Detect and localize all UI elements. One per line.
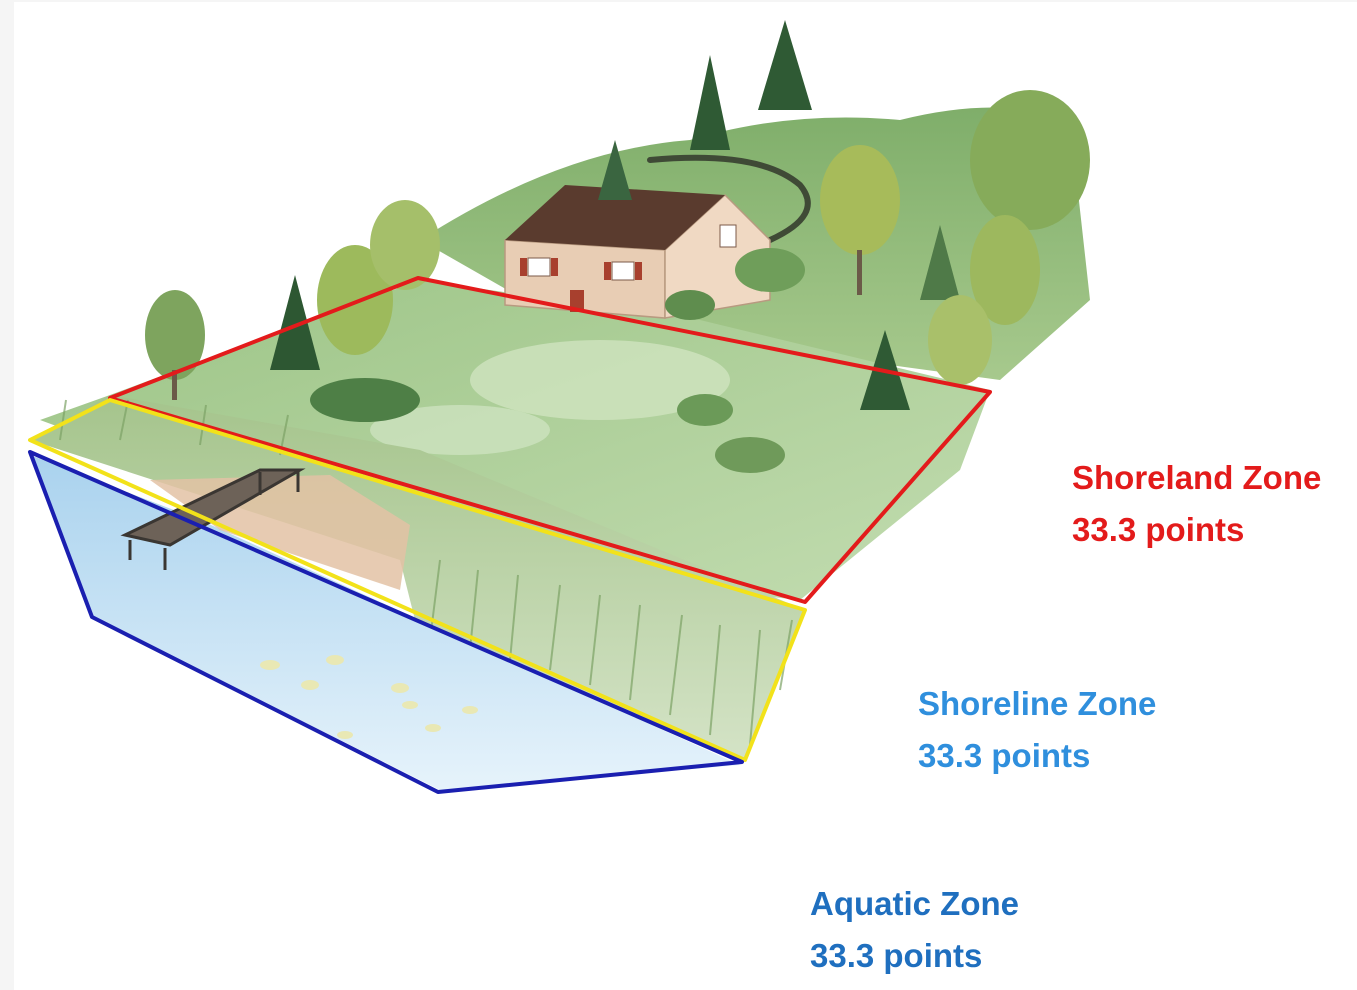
shoreline-zone-label: Shoreline Zone 33.3 points [918, 678, 1156, 782]
lawn-patch [470, 340, 730, 420]
shoreline-zone-points: 33.3 points [918, 737, 1091, 774]
shoreline-zone-name: Shoreline Zone [918, 685, 1157, 722]
shoreland-zone-outline [108, 276, 992, 604]
trees [145, 20, 1090, 473]
aquatic-zone-outline [28, 450, 744, 794]
aquatic-zone-points: 33.3 points [810, 937, 983, 974]
shoreland-zone-points: 33.3 points [1072, 511, 1245, 548]
aquatic-zone-name: Aquatic Zone [810, 885, 1020, 922]
shoreland-zone-name: Shoreland Zone [1072, 459, 1322, 496]
shoreland-zone-label: Shoreland Zone 33.3 points [1072, 452, 1321, 556]
driveway [647, 154, 811, 243]
shoreline-zone-outline [28, 398, 807, 762]
dock [120, 468, 306, 570]
lake-water [30, 455, 740, 790]
house [504, 185, 771, 319]
lawn-patch [370, 405, 550, 455]
lily-pads [260, 655, 478, 739]
aquatic-zone-label: Aquatic Zone 33.3 points [810, 878, 1019, 982]
